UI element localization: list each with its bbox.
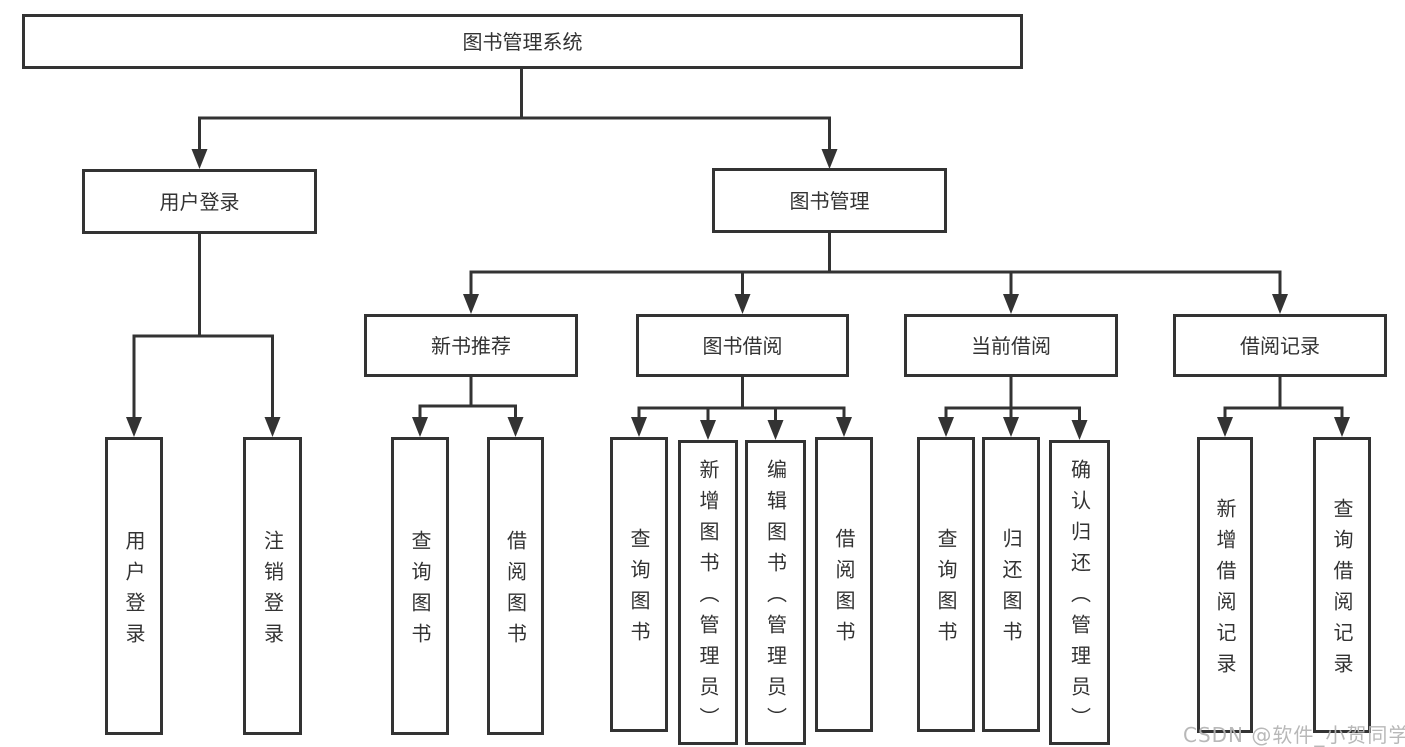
node-label: 归还图书 (999, 528, 1023, 652)
leaf-current-search-books: 查询图书 (917, 437, 975, 732)
node-label: 用户登录 (159, 189, 240, 214)
connector-book-management (463, 233, 1288, 314)
node-label: 确认归还（管理员） (1067, 458, 1092, 738)
node-label: 借阅图书 (832, 528, 856, 652)
node-label: 用户登录 (122, 529, 146, 654)
node-library-management-system: 图书管理系统 (22, 14, 1023, 69)
leaf-current-return-books: 归还图书 (982, 437, 1040, 732)
node-label: 图书借阅 (702, 333, 783, 358)
node-label: 新增借阅记录 (1213, 497, 1237, 684)
node-label: 图书管理系统 (462, 29, 583, 54)
node-label: 当前借阅 (971, 333, 1051, 358)
csdn-watermark: CSDN @软件_小贺同学 (1183, 723, 1405, 747)
leaf-borrowing-borrow-books: 借阅图书 (815, 437, 873, 732)
node-label: 查询图书 (934, 528, 958, 652)
connector-borrowing-records (1217, 377, 1350, 437)
node-label: 查询图书 (627, 528, 651, 652)
node-label: 查询图书 (408, 529, 432, 654)
node-label: 图书管理 (789, 188, 870, 213)
connector-new-book-recommend (412, 377, 524, 437)
connector-user-login (126, 234, 281, 437)
leaf-current-confirm-return-admin: 确认归还（管理员） (1049, 440, 1110, 745)
leaf-borrowing-search-books: 查询图书 (610, 437, 668, 732)
leaf-recommend-borrow-books: 借阅图书 (487, 437, 544, 735)
node-borrowing-records: 借阅记录 (1173, 314, 1387, 377)
node-book-borrowing: 图书借阅 (636, 314, 849, 377)
connector-root (191, 69, 838, 169)
leaf-logout: 注销登录 (243, 437, 302, 735)
leaf-user-login: 用户登录 (105, 437, 163, 735)
node-label: 查询借阅记录 (1330, 497, 1354, 684)
node-book-management: 图书管理 (712, 168, 947, 233)
node-label: 借阅记录 (1240, 333, 1320, 358)
leaf-recommend-search-books: 查询图书 (391, 437, 449, 735)
node-label: 借阅图书 (503, 529, 528, 654)
node-label: 新书推荐 (431, 333, 511, 358)
node-current-borrowing: 当前借阅 (904, 314, 1118, 377)
leaf-borrowing-edit-books-admin: 编辑图书（管理员） (745, 440, 806, 745)
leaf-borrowing-add-books-admin: 新增图书（管理员） (678, 440, 738, 745)
node-label: 新增图书（管理员） (696, 458, 720, 738)
node-user-login: 用户登录 (82, 169, 317, 234)
connector-book-borrowing (631, 377, 852, 440)
node-new-book-recommend: 新书推荐 (364, 314, 578, 377)
node-label: 编辑图书（管理员） (763, 458, 788, 738)
leaf-records-search-record: 查询借阅记录 (1313, 437, 1371, 733)
leaf-records-add-record: 新增借阅记录 (1197, 437, 1253, 733)
connector-current-borrowing (938, 377, 1088, 440)
node-label: 注销登录 (260, 529, 285, 654)
